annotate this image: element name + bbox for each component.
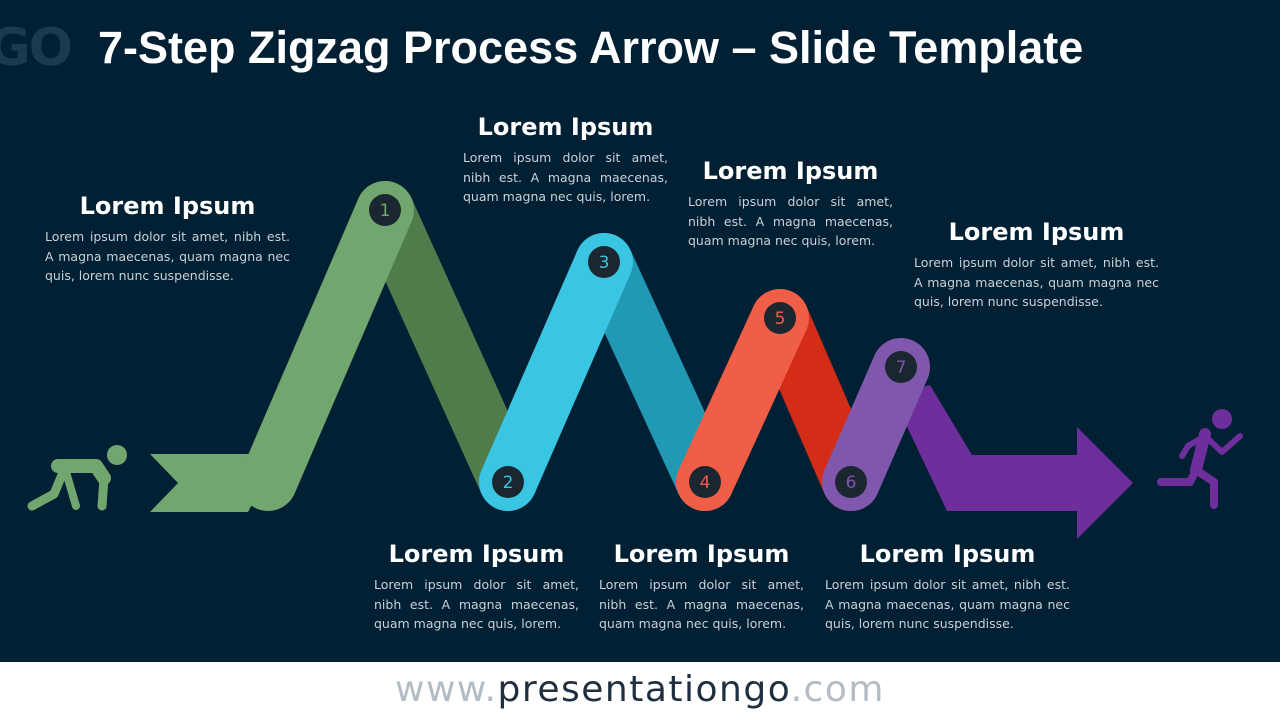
step-7-badge: 7 <box>885 351 917 383</box>
step-5-body: Lorem ipsum dolor sit amet, nibh est. A … <box>688 194 893 248</box>
step-2-title: Lorem Ipsum <box>388 540 565 568</box>
step-7-body: Lorem ipsum dolor sit amet, nibh est. A … <box>914 255 1159 309</box>
step-4-text: Lorem Ipsum Lorem ipsum dolor sit amet, … <box>599 537 804 634</box>
step-3-title: Lorem Ipsum <box>477 113 654 141</box>
step-7-number: 7 <box>896 358 907 378</box>
step-1-badge: 1 <box>369 194 401 226</box>
segment-1-2-back <box>356 181 537 511</box>
step-1-body: Lorem ipsum dolor sit amet, nibh est. A … <box>45 229 290 283</box>
step-3-text: Lorem Ipsum Lorem ipsum dolor sit amet, … <box>463 110 668 207</box>
step-6-number: 6 <box>846 473 857 493</box>
slide-title: 7-Step Zigzag Process Arrow – Slide Temp… <box>98 22 1084 73</box>
segment-2-3-front <box>479 233 633 511</box>
step-5-number: 5 <box>775 309 786 329</box>
step-6-body: Lorem ipsum dolor sit amet, nibh est. A … <box>825 577 1070 631</box>
crouching-runner-icon <box>27 445 127 511</box>
step-3-number: 3 <box>599 253 610 273</box>
step-5-text: Lorem Ipsum Lorem ipsum dolor sit amet, … <box>688 154 893 251</box>
running-person-icon <box>1157 409 1243 509</box>
step-4-badge: 4 <box>689 466 721 498</box>
step-5-badge: 5 <box>764 302 796 334</box>
footer: www.presentationgo.com <box>0 662 1280 720</box>
step-3-badge: 3 <box>588 246 620 278</box>
footer-suffix: .com <box>790 669 885 710</box>
segment-3-4-back <box>575 233 734 511</box>
segment-6-7-front <box>822 338 930 511</box>
step-5-title: Lorem Ipsum <box>702 157 879 185</box>
step-1-title: Lorem Ipsum <box>79 192 256 220</box>
step-2-number: 2 <box>503 473 514 493</box>
footer-brand: presentationgo <box>497 669 791 710</box>
step-2-text: Lorem Ipsum Lorem ipsum dolor sit amet, … <box>374 537 579 634</box>
step-7-title: Lorem Ipsum <box>948 218 1125 246</box>
step-2-badge: 2 <box>492 466 524 498</box>
step-6-badge: 6 <box>835 466 867 498</box>
step-6-text: Lorem Ipsum Lorem ipsum dolor sit amet, … <box>825 537 1070 634</box>
segment-4-5-front <box>676 289 809 511</box>
zigzag-process-arrow: 1 2 3 4 5 6 7 <box>27 181 1243 539</box>
step-1-text: Lorem Ipsum Lorem ipsum dolor sit amet, … <box>45 189 290 286</box>
step-4-title: Lorem Ipsum <box>613 540 790 568</box>
step-4-body: Lorem ipsum dolor sit amet, nibh est. A … <box>599 577 804 631</box>
footer-prefix: www. <box>395 669 498 710</box>
arrow-head <box>892 385 1133 539</box>
step-1-number: 1 <box>380 201 391 221</box>
footer-website-link[interactable]: www.presentationgo.com <box>395 669 885 710</box>
step-7-text: Lorem Ipsum Lorem ipsum dolor sit amet, … <box>914 215 1159 312</box>
step-4-number: 4 <box>700 473 711 493</box>
step-2-body: Lorem ipsum dolor sit amet, nibh est. A … <box>374 577 579 631</box>
segment-0-1-front <box>239 181 414 511</box>
step-3-body: Lorem ipsum dolor sit amet, nibh est. A … <box>463 150 668 204</box>
slide: GO 7-Step Zigzag Process Arrow – Slide T… <box>0 0 1280 662</box>
step-6-title: Lorem Ipsum <box>859 540 1036 568</box>
logo-fragment: GO <box>0 18 73 78</box>
